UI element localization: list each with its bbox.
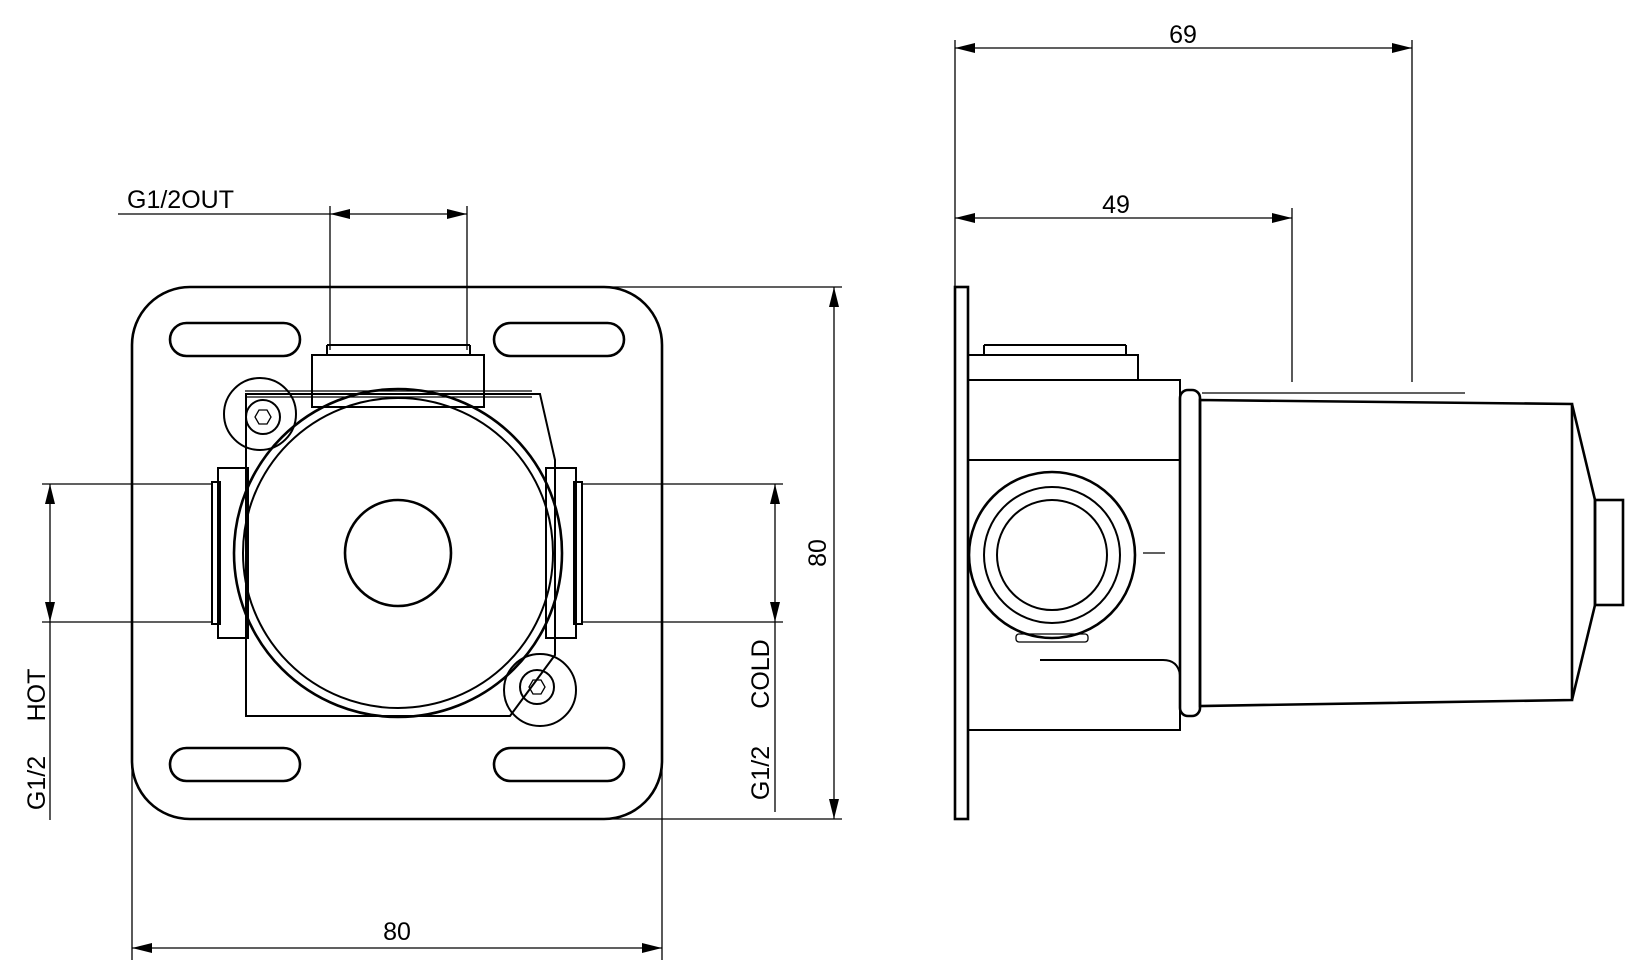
width-dimension <box>131 740 663 960</box>
width-dimension-value: 80 <box>383 918 411 946</box>
cold-dimension <box>582 483 783 812</box>
depth-total-dimension <box>954 40 1413 382</box>
hot-size-label: G1/2 <box>23 756 51 810</box>
side-inlet-port-mid <box>983 486 1121 624</box>
hot-dimension <box>42 483 212 820</box>
hot-label: HOT <box>23 669 51 722</box>
depth-body-value: 49 <box>1102 191 1130 219</box>
cold-inlet-boss <box>545 467 583 639</box>
mounting-plate <box>130 285 664 821</box>
outlet-dimension <box>118 206 468 350</box>
side-inlet-port-inner <box>996 499 1108 611</box>
cold-label: COLD <box>747 639 775 708</box>
spindle <box>343 498 453 608</box>
side-cap <box>1570 403 1597 701</box>
height-dimension <box>600 286 842 820</box>
side-body <box>967 379 1181 731</box>
side-stem <box>1593 498 1625 607</box>
cold-size-label: G1/2 <box>747 746 775 800</box>
outlet-label: G1/2OUT <box>127 186 234 214</box>
depth-body-dimension <box>955 208 1293 382</box>
side-cartridge <box>1198 398 1574 708</box>
cartridge-outer <box>232 387 564 719</box>
side-flange <box>1178 388 1202 718</box>
side-inlet-port-outer <box>967 470 1137 640</box>
front-view: G1/2OUT 80 80 G1/2 HOT <box>23 186 842 960</box>
cartridge-inner <box>242 397 554 709</box>
screw-bottom-right <box>503 653 577 727</box>
slot-bottom-left <box>168 746 302 783</box>
slot-bottom-right <box>492 746 626 783</box>
height-dimension-value: 80 <box>804 539 832 567</box>
valve-body <box>245 393 556 717</box>
side-plate <box>953 285 970 821</box>
slot-top-left <box>168 321 302 358</box>
hot-inlet-boss <box>211 467 249 639</box>
depth-total-value: 69 <box>1169 21 1197 49</box>
screw-top-left <box>223 377 297 451</box>
side-outlet-boss <box>967 354 1139 381</box>
slot-top-right <box>492 321 626 358</box>
side-view: 69 49 <box>953 21 1625 821</box>
